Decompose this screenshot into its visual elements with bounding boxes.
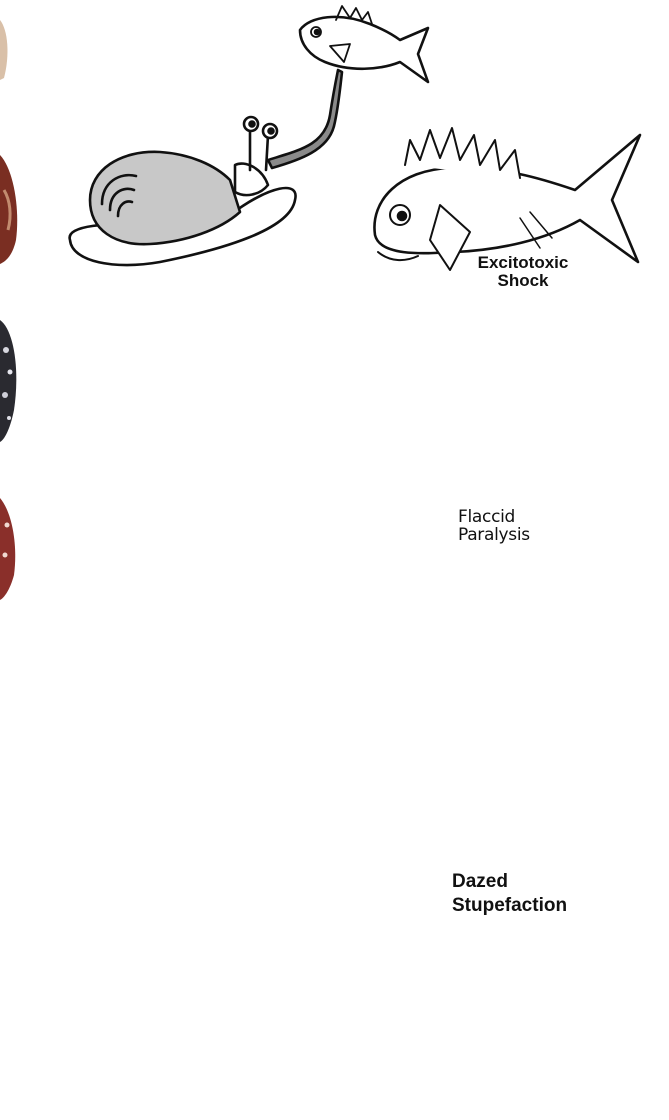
flaccid-label-line-2: Paralysis <box>458 527 558 545</box>
dazed-label-line-2: Stupefaction <box>452 894 622 918</box>
excitotoxic-shock-fish <box>374 128 640 270</box>
flaccid-paralysis-label: Flaccid Paralysis <box>458 509 558 545</box>
excitotoxic-label-line-2: Shock <box>468 272 578 290</box>
excitotoxic-shock-label: Excitotoxic Shock <box>468 254 578 290</box>
left-shell-photo-strip <box>0 20 17 600</box>
dazed-stupefaction-label: Dazed Stupefaction <box>452 870 622 918</box>
dazed-label-line-1: Dazed <box>452 870 622 894</box>
excitotoxic-label-line-1: Excitotoxic <box>468 254 578 272</box>
stage-1-fish <box>300 6 428 82</box>
